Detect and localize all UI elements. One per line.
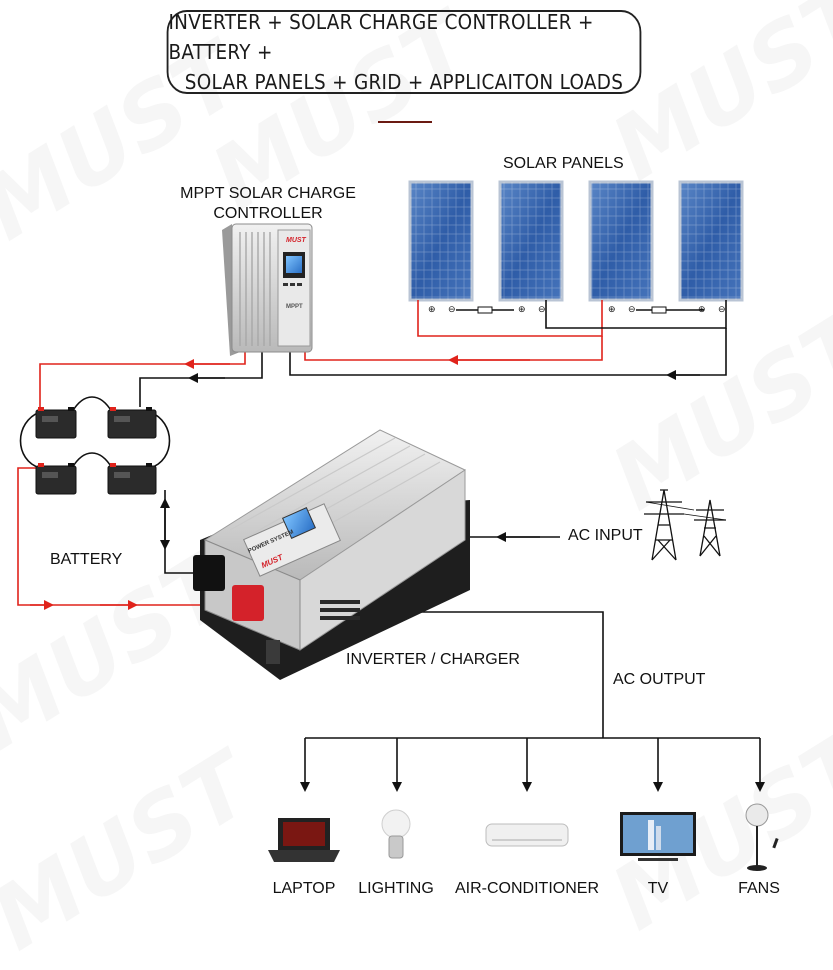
tv-icon [620,812,696,861]
battery-label: BATTERY [50,551,123,568]
svg-text:⊖: ⊖ [538,304,546,314]
svg-text:⊖: ⊖ [448,304,456,314]
load-label-fans: FANS [738,880,780,897]
svg-text:⊕: ⊕ [698,304,706,314]
solar-panel [498,180,564,302]
grid-power-towers [644,489,727,561]
system-diagram: ⊕ ⊖ ⊕ ⊖ ⊕ ⊖ ⊕ ⊖ [17,180,779,871]
ac-input-label: AC INPUT [568,527,643,544]
solar-panel [678,180,744,302]
light-bulb-icon [381,809,411,859]
svg-text:⊕: ⊕ [608,304,616,314]
inverter-label: INVERTER / CHARGER [346,651,520,668]
load-label-lighting: LIGHTING [358,880,434,897]
title-line-2: SOLAR PANELS + GRID + APPLICAITON LOADS [184,70,624,94]
air-conditioner-icon [485,823,569,847]
solar-panels-label: SOLAR PANELS [503,155,624,172]
title-line-1: INVERTER + SOLAR CHARGE CONTROLLER + BAT… [168,10,594,64]
solar-panel [588,180,654,302]
ac-output-label: AC OUTPUT [613,671,706,688]
load-label-laptop: LAPTOP [272,880,336,897]
controller-logo: MUST [286,237,307,244]
controller-label-line-1: MPPT SOLAR CHARGE [180,185,356,202]
controller-model-label: MPPT [286,304,303,310]
svg-text:⊖: ⊖ [718,304,726,314]
laptop-icon [268,818,340,862]
inverter-charger: POWER SYSTEM MUST [193,429,470,680]
load-label-tv: TV [647,880,669,897]
battery [35,463,77,495]
solar-panel [408,180,474,302]
panel-terminals: ⊕ ⊖ ⊕ ⊖ ⊕ ⊖ ⊕ ⊖ [428,304,726,314]
svg-text:⊕: ⊕ [428,304,436,314]
diagram-title: INVERTER + SOLAR CHARGE CONTROLLER + BAT… [166,10,642,94]
fan-icon [745,803,779,871]
svg-text:⊕: ⊕ [518,304,526,314]
solar-panel-array: ⊕ ⊖ ⊕ ⊖ ⊕ ⊖ ⊕ ⊖ [408,180,744,314]
controller-label: MPPT SOLAR CHARGE CONTROLLER [168,184,368,224]
battery [107,407,157,439]
wiring [17,300,765,792]
battery-bank [35,407,157,495]
controller-label-line-2: CONTROLLER [213,205,323,222]
load-label-air-conditioner: AIR-CONDITIONER [455,880,599,897]
battery [35,407,77,439]
title-underline [378,121,432,123]
svg-text:⊖: ⊖ [628,304,636,314]
battery [107,463,157,495]
mppt-charge-controller: MUST MPPT [222,223,313,356]
